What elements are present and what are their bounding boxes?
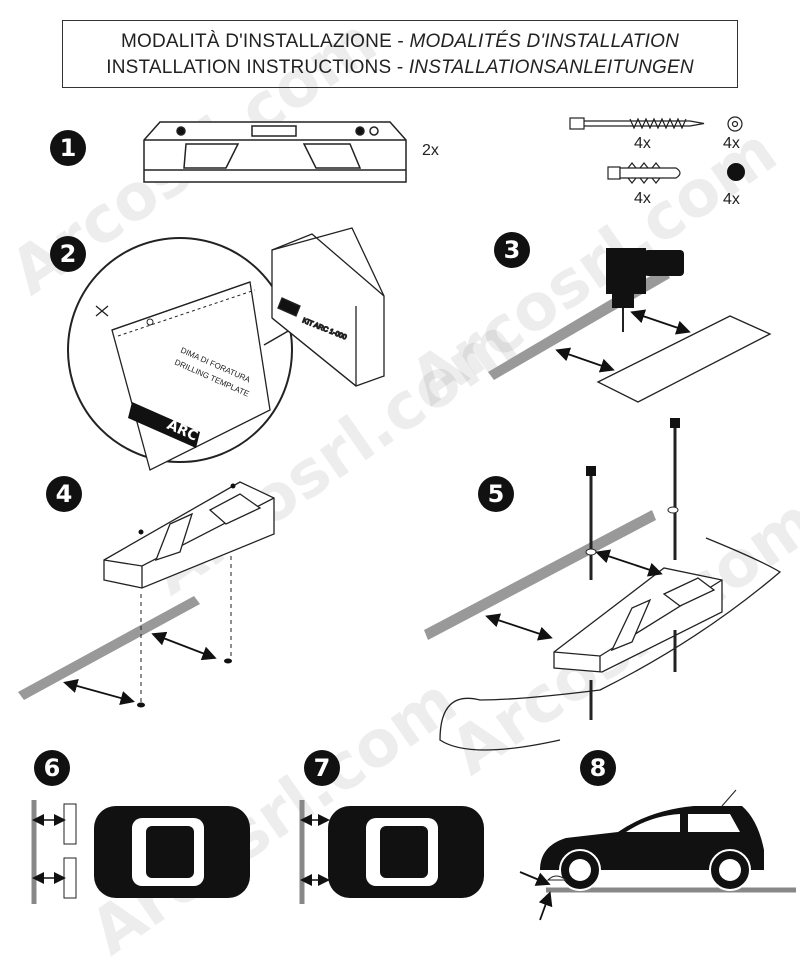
washer-quantity: 4x [723, 135, 740, 152]
step-3-badge: 3 [494, 232, 530, 268]
screw-quantity: 4x [634, 135, 651, 152]
title-french: MODALITÉS D'INSTALLATION [409, 31, 679, 52]
title-line-2: INSTALLATION INSTRUCTIONS - INSTALLATION… [63, 55, 737, 81]
template-box: KIT ARC 1-000 [271, 227, 385, 387]
step-6-badge: 6 [34, 750, 70, 786]
title-line-1: MODALITÀ D'INSTALLAZIONE - MODALITÉS D'I… [63, 29, 737, 55]
step-7-badge: 7 [304, 750, 340, 786]
step-5-badge: 5 [478, 476, 514, 512]
plug-quantity: 4x [634, 190, 651, 207]
step-5-illustration [424, 418, 782, 751]
template-magnifier: ARC DIMA DI FORATURA DRILLING TEMPLATE [67, 237, 293, 471]
step-4-illustration [18, 481, 275, 708]
plug-part [607, 162, 681, 184]
instruction-sheet: Arcosrl.com Arcosrl.com Arcosrl.com Arco… [0, 4, 800, 970]
step-7-illustration [299, 800, 484, 904]
title-german: INSTALLATIONSANLEITUNGEN [408, 57, 694, 78]
bumper-part [143, 121, 407, 183]
washer-part [727, 116, 743, 132]
title-italian: MODALITÀ D'INSTALLAZIONE - [120, 31, 410, 52]
step-2-badge: 2 [50, 236, 86, 272]
title-box: MODALITÀ D'INSTALLAZIONE - MODALITÉS D'I… [62, 20, 738, 88]
step-1-badge: 1 [50, 130, 86, 166]
step-4-badge: 4 [46, 476, 82, 512]
illustrations: ARC DIMA DI FORATURA DRILLING TEMPLATE K… [18, 116, 796, 921]
drill-illustration [488, 248, 772, 403]
bumper-quantity: 2x [422, 142, 439, 159]
step-6-illustration [31, 800, 250, 904]
step-8-badge: 8 [580, 750, 616, 786]
title-english: INSTALLATION INSTRUCTIONS - [106, 57, 409, 78]
step-8-illustration [519, 789, 796, 921]
screw-part [569, 117, 705, 130]
cap-quantity: 4x [723, 191, 740, 208]
cap-part [727, 163, 745, 181]
